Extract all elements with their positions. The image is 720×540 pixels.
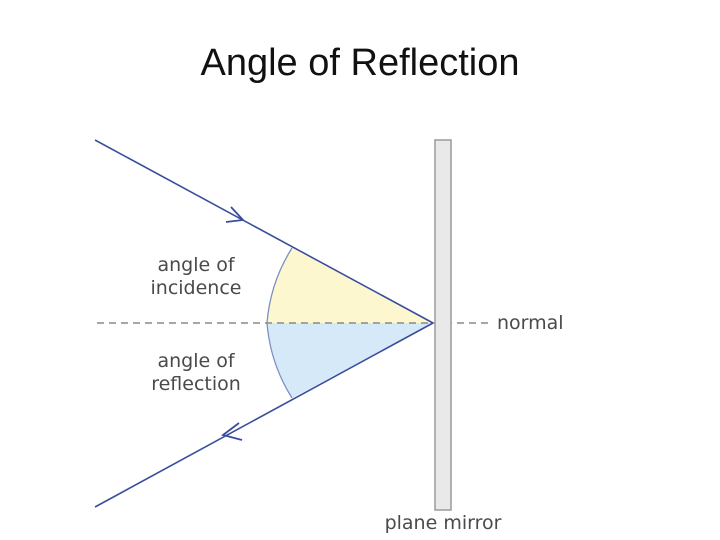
angle-of-reflection-wedge	[267, 323, 433, 398]
label-normal: normal	[497, 312, 564, 334]
label-angle-of-incidence-line1: angle of	[157, 254, 235, 276]
label-angle-of-incidence-line2: incidence	[151, 277, 242, 299]
incident-ray	[94, 139, 434, 324]
incident-ray-arrowhead	[225, 206, 245, 223]
label-angle-of-reflection-line1: angle of	[157, 350, 235, 372]
slide-title: Angle of Reflection	[200, 42, 520, 84]
incidence-arc	[266, 247, 293, 324]
reflected-ray-arrowhead	[220, 422, 243, 441]
angle-of-incidence-wedge	[267, 248, 433, 323]
plane-mirror	[434, 139, 452, 511]
reflection-arc	[266, 322, 293, 399]
label-angle-of-reflection-line2: reflection	[151, 373, 241, 395]
label-plane-mirror: plane mirror	[385, 512, 502, 534]
reflected-ray	[94, 322, 434, 508]
